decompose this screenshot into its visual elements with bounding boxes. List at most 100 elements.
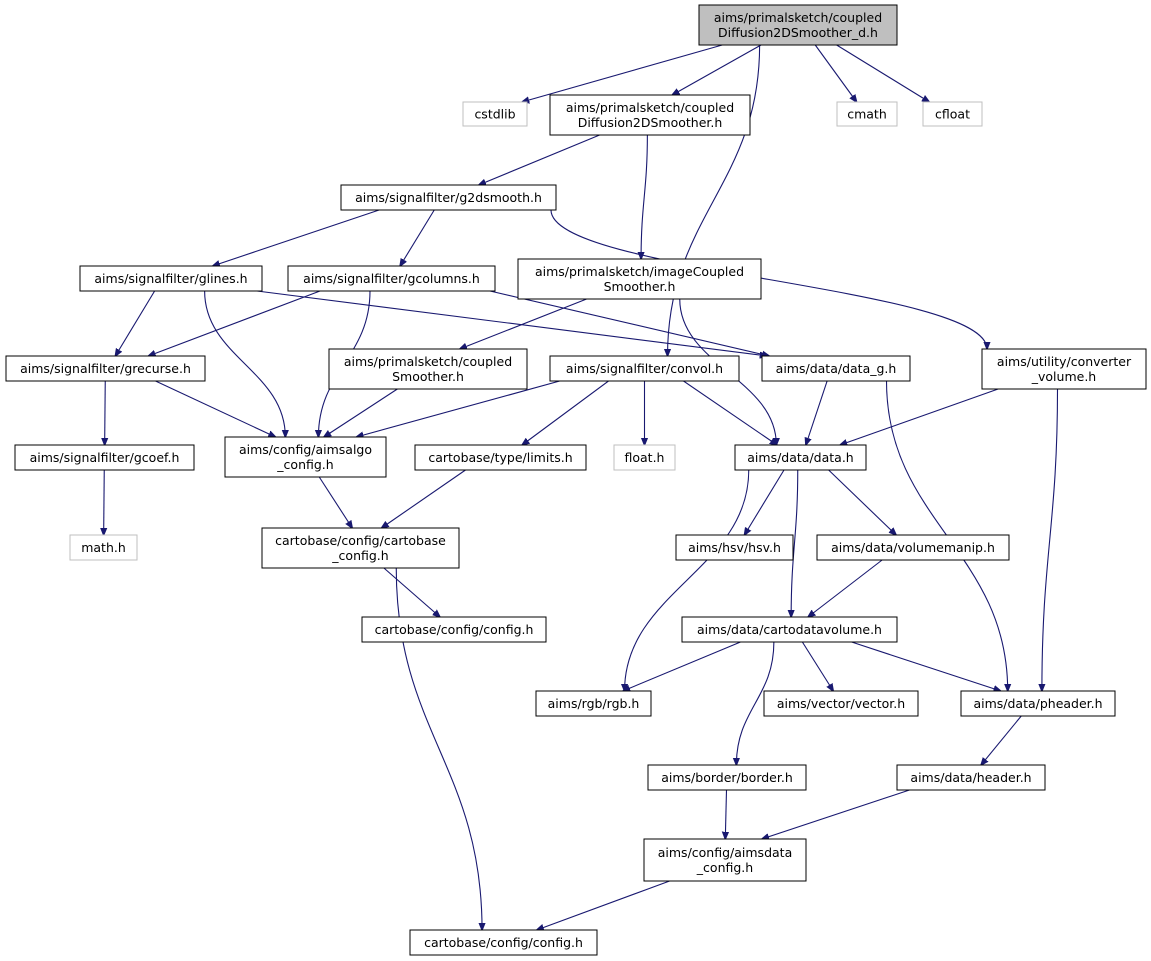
node-gcoef[interactable]: aims/signalfilter/gcoef.h: [14, 444, 195, 471]
node-convvol[interactable]: aims/utility/converter_volume.h: [981, 348, 1147, 390]
node-mathh: math.h: [69, 534, 138, 561]
edge-ics-to-coupledsm: [460, 298, 587, 349]
node-limits[interactable]: cartobase/type/limits.h: [414, 444, 587, 471]
node-label-glines-0: aims/signalfilter/glines.h: [94, 271, 247, 286]
edge-data-to-rgb: [625, 469, 750, 691]
edge-glines-to-grecurse: [115, 290, 156, 356]
node-box-pheader: [960, 690, 1116, 717]
node-label-gcoef-0: aims/signalfilter/gcoef.h: [30, 450, 180, 465]
node-box-coupledsm: [328, 348, 528, 390]
node-label-hsv-0: aims/hsv/hsv.h: [688, 540, 781, 555]
node-data[interactable]: aims/data/data.h: [734, 444, 867, 471]
node-box-aimsdata: [643, 838, 807, 882]
node-box-cmath: [836, 101, 898, 127]
node-aimsdata[interactable]: aims/config/aimsdata_config.h: [643, 838, 807, 882]
node-floath: float.h: [613, 444, 676, 471]
node-config2[interactable]: cartobase/config/config.h: [409, 929, 598, 956]
edge-convol-to-limits: [522, 380, 609, 445]
node-label-cmath-0: cmath: [847, 107, 887, 122]
node-label-convol-0: aims/signalfilter/convol.h: [566, 361, 723, 376]
node-box-convvol: [981, 348, 1147, 390]
edge-data-to-hsv: [744, 469, 785, 535]
node-pheader[interactable]: aims/data/pheader.h: [960, 690, 1116, 717]
node-cds[interactable]: aims/primalsketch/coupledDiffusion2DSmoo…: [549, 94, 751, 136]
node-label-datag-0: aims/data/data_g.h: [776, 361, 897, 376]
node-cbconfig[interactable]: cartobase/config/cartobase_config.h: [261, 527, 460, 569]
node-box-hsv: [675, 534, 794, 561]
edge-data-to-volmanip: [828, 469, 897, 535]
node-label-rgb-0: aims/rgb/rgb.h: [548, 696, 640, 711]
node-box-datag: [761, 355, 911, 382]
node-label-coupledsm-0: aims/primalsketch/coupled: [344, 354, 512, 369]
edge-root-to-cstdlib: [522, 44, 723, 102]
edge-cds-to-ics: [641, 134, 648, 259]
node-hsv[interactable]: aims/hsv/hsv.h: [675, 534, 794, 561]
node-cmath: cmath: [836, 101, 898, 127]
node-volmanip[interactable]: aims/data/volumemanip.h: [816, 534, 1010, 561]
node-vector[interactable]: aims/vector/vector.h: [763, 690, 919, 717]
node-label-aimsalgo-0: aims/config/aimsalgo: [239, 442, 372, 457]
node-box-aimsalgo: [224, 436, 387, 478]
node-header[interactable]: aims/data/header.h: [896, 764, 1046, 791]
edge-volmanip-to-cartodv: [808, 559, 883, 617]
node-convol[interactable]: aims/signalfilter/convol.h: [549, 355, 740, 382]
node-label-limits-0: cartobase/type/limits.h: [428, 450, 572, 465]
nodes-layer: aims/primalsketch/coupledDiffusion2DSmoo…: [5, 4, 1147, 956]
node-box-config2: [409, 929, 598, 956]
node-label-header-0: aims/data/header.h: [910, 770, 1031, 785]
node-config1[interactable]: cartobase/config/config.h: [361, 616, 547, 643]
node-label-cfloat-0: cfloat: [935, 107, 970, 122]
node-label-config2-0: cartobase/config/config.h: [424, 935, 583, 950]
node-glines[interactable]: aims/signalfilter/glines.h: [79, 265, 263, 292]
node-label-aimsalgo-1: _config.h: [276, 457, 333, 472]
node-label-g2dsmooth-0: aims/signalfilter/g2dsmooth.h: [355, 190, 542, 205]
edge-grecurse-to-gcoef: [105, 380, 106, 445]
node-box-g2dsmooth: [340, 184, 557, 211]
node-grecurse[interactable]: aims/signalfilter/grecurse.h: [5, 355, 206, 382]
edge-limits-to-cbconfig: [382, 469, 466, 528]
node-box-vector: [763, 690, 919, 717]
node-label-root-0: aims/primalsketch/coupled: [714, 10, 882, 25]
edge-glines-to-aimsalgo: [204, 290, 286, 437]
node-box-volmanip: [816, 534, 1010, 561]
edge-cds-to-g2dsmooth: [479, 134, 600, 185]
node-box-header: [896, 764, 1046, 791]
node-g2dsmooth[interactable]: aims/signalfilter/g2dsmooth.h: [340, 184, 557, 211]
node-label-cds-1: Diffusion2DSmoother.h: [578, 115, 723, 130]
node-box-border: [647, 764, 807, 791]
node-box-grecurse: [5, 355, 206, 382]
edge-root-to-convol: [668, 44, 761, 356]
node-datag[interactable]: aims/data/data_g.h: [761, 355, 911, 382]
node-box-mathh: [69, 534, 138, 561]
node-root[interactable]: aims/primalsketch/coupledDiffusion2DSmoo…: [698, 4, 898, 46]
node-border[interactable]: aims/border/border.h: [647, 764, 807, 791]
node-label-root-1: Diffusion2DSmoother_d.h: [718, 25, 878, 40]
edge-convvol-to-pheader: [1042, 388, 1059, 691]
edge-cbconfig-to-config1: [383, 567, 440, 617]
edges-layer: [104, 44, 1059, 930]
node-box-cartodv: [681, 616, 898, 643]
node-label-cartodv-0: aims/data/cartodatavolume.h: [697, 622, 882, 637]
node-box-rgb: [535, 690, 652, 717]
edge-cartodv-to-pheader: [851, 641, 1001, 691]
node-cartodv[interactable]: aims/data/cartodatavolume.h: [681, 616, 898, 643]
node-label-config1-0: cartobase/config/config.h: [375, 622, 534, 637]
node-cstdlib: cstdlib: [462, 101, 528, 127]
node-label-aimsdata-0: aims/config/aimsdata: [658, 845, 792, 860]
edge-gcolumns-to-grecurse: [148, 290, 321, 356]
node-cfloat: cfloat: [922, 101, 983, 127]
edge-gcolumns-to-datag: [489, 290, 769, 356]
edge-g2dsmooth-to-gcolumns: [400, 209, 435, 266]
node-gcolumns[interactable]: aims/signalfilter/gcolumns.h: [287, 265, 496, 292]
edge-pheader-to-header: [981, 715, 1022, 765]
node-rgb[interactable]: aims/rgb/rgb.h: [535, 690, 652, 717]
node-box-cstdlib: [462, 101, 528, 127]
edge-aimsalgo-to-cbconfig: [318, 476, 352, 528]
edge-gcoef-to-mathh: [104, 469, 105, 535]
node-aimsalgo[interactable]: aims/config/aimsalgo_config.h: [224, 436, 387, 478]
node-label-mathh-0: math.h: [81, 540, 126, 555]
node-box-cfloat: [922, 101, 983, 127]
